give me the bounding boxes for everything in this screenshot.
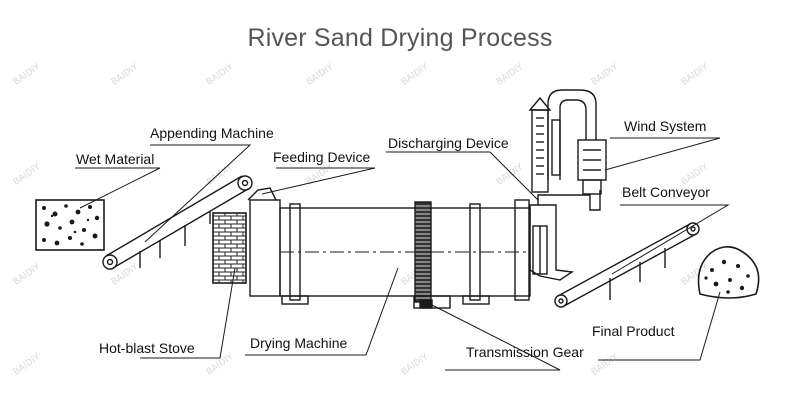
label-transmission-gear: Transmission Gear: [466, 344, 584, 360]
label-wet-material: Wet Material: [76, 151, 155, 167]
drying-drum: [279, 199, 531, 309]
discharging-device: [529, 204, 574, 281]
belt-conveyor: [554, 222, 700, 308]
appending-machine-conveyor: [102, 175, 253, 270]
final-product-pile: [697, 246, 760, 299]
label-appending-machine: Appending Machine: [150, 125, 274, 141]
label-hot-blast-stove: Hot-blast Stove: [99, 340, 195, 356]
label-belt-conveyor: Belt Conveyor: [622, 184, 710, 200]
wet-material-pile: [35, 199, 105, 251]
diagram-title: River Sand Drying Process: [247, 24, 553, 52]
label-final-product: Final Product: [592, 323, 675, 339]
label-wind-system: Wind System: [624, 118, 707, 134]
label-drying-machine: Drying Machine: [250, 335, 348, 351]
leader-lines: [75, 137, 730, 371]
feeding-device: [247, 187, 277, 201]
hot-blast-stove: [212, 212, 247, 284]
wind-system: [528, 89, 607, 211]
label-feeding-device: Feeding Device: [273, 149, 371, 165]
label-discharging-device: Discharging Device: [388, 135, 509, 151]
